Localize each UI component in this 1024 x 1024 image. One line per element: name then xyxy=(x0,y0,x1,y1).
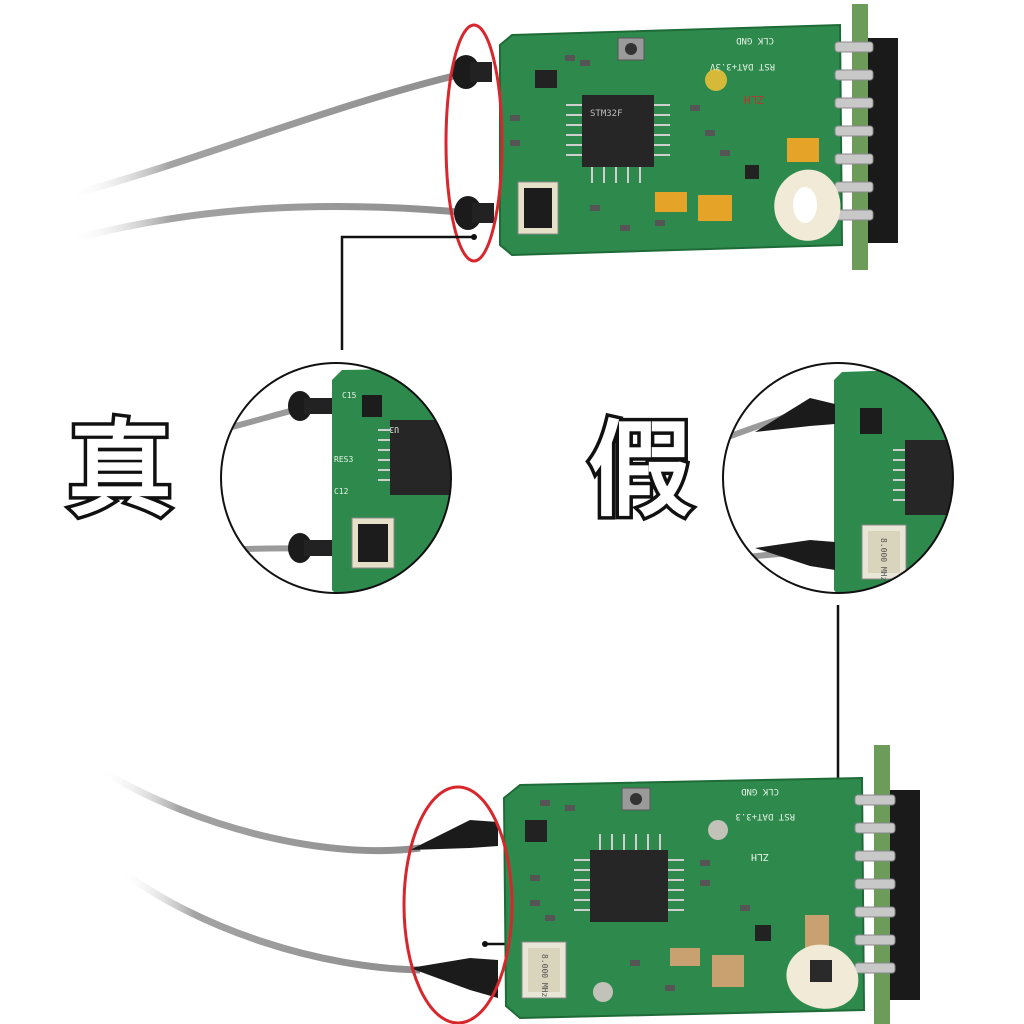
zoom-real-frame xyxy=(220,362,452,594)
bottom-mcu-pins xyxy=(574,834,684,911)
zoom-fake-grommet-2 xyxy=(755,540,835,570)
zoom-real-ref-0: C15 xyxy=(342,391,357,400)
top-test-pad xyxy=(705,69,727,91)
top-tantalum-cap-1 xyxy=(787,138,819,162)
zoom-real: C15 U3 RES3 C12 xyxy=(220,362,452,594)
bottom-highlight-ring xyxy=(402,785,514,1024)
zoom-fake-crystal-label: 8.000 MHz xyxy=(879,538,888,582)
bottom-module: 8.000 MHz CLK GND RST DAT+3.3 ZLH xyxy=(98,745,920,1024)
bottom-tantalum-cap-2 xyxy=(712,955,744,987)
top-pcb xyxy=(499,23,844,257)
top-smd-parts xyxy=(510,55,759,231)
top-mcu-pins xyxy=(566,104,670,183)
zoom-fake-frame xyxy=(722,362,954,594)
bottom-antenna-wire-2 xyxy=(117,867,421,974)
bottom-header-pins xyxy=(854,794,896,974)
bottom-silk-maker: ZLH xyxy=(751,851,769,862)
top-silk-header-pins: RST DAT+3.3V xyxy=(709,61,775,71)
top-tantalum-cap-2 xyxy=(698,195,732,221)
top-silk-header-top: CLK GND xyxy=(736,35,774,45)
top-header-pins xyxy=(834,41,874,221)
top-callout-line xyxy=(340,235,474,350)
top-grommet-1 xyxy=(452,55,492,89)
zoom-real-grommet-1 xyxy=(288,391,332,421)
bottom-smd-parts xyxy=(525,800,771,991)
zoom-real-ref-3: RES3 xyxy=(334,455,353,464)
bottom-grommet-1 xyxy=(410,820,498,850)
bottom-silk-header-top: CLK GND xyxy=(741,786,779,796)
bottom-mcu-chip xyxy=(590,850,668,922)
top-mcu-chip xyxy=(582,95,654,167)
bottom-test-pad xyxy=(708,820,728,840)
top-silk-maker: ZLH xyxy=(744,93,764,106)
bottom-antenna-wire-1 xyxy=(98,766,421,855)
bottom-silk-header-pins: RST DAT+3.3 xyxy=(735,811,795,821)
zoom-fake-grommet-1 xyxy=(755,398,835,432)
top-highlight-ring xyxy=(444,23,504,263)
top-tantalum-cap-3 xyxy=(655,192,687,212)
bottom-grommet-2 xyxy=(410,958,498,998)
label-counterfeit: 假 xyxy=(584,409,695,531)
top-grommet-2 xyxy=(454,196,494,230)
bottom-crystal-label: 8.000 MHz xyxy=(540,954,549,998)
zoom-real-ref-1: U3 xyxy=(389,425,399,434)
top-antenna-wire-2 xyxy=(69,202,471,244)
zoom-real-ref-5: C12 xyxy=(334,487,349,496)
bottom-test-pad-2 xyxy=(593,982,613,1002)
top-module: STM32F CLK GND RST DAT+3.3V ZLH xyxy=(69,4,898,270)
bottom-tantalum-cap-3 xyxy=(670,948,700,966)
label-genuine: 真 xyxy=(64,409,175,531)
zoom-fake: 8.000 MHz xyxy=(722,362,954,594)
top-antenna-wire-1 xyxy=(69,68,471,199)
zoom-real-grommet-2 xyxy=(288,533,332,563)
bottom-pcb xyxy=(502,776,866,1020)
top-mcu-marking: STM32F xyxy=(590,109,623,119)
